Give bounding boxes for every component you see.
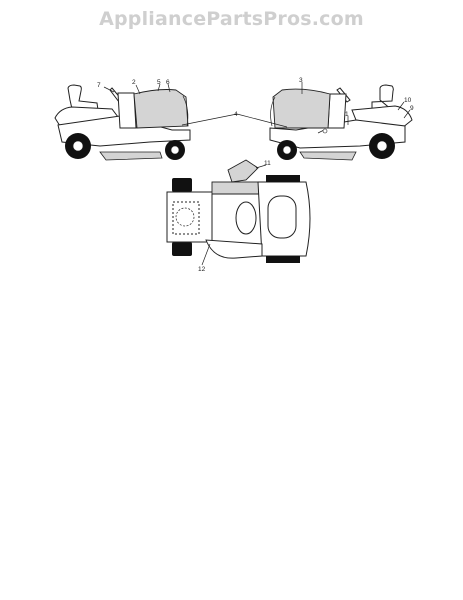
tractor-top-view-icon xyxy=(166,159,311,263)
callout-11: 11 xyxy=(264,160,271,167)
callout-labels: 7 2 5 6 3 4 1 10 9 11 12 xyxy=(97,77,414,273)
callout-9: 9 xyxy=(410,105,414,112)
callout-2: 2 xyxy=(132,79,136,86)
callout-1: 1 xyxy=(345,111,349,118)
callout-6: 6 xyxy=(166,79,170,86)
callout-5: 5 xyxy=(157,79,161,86)
callout-12: 12 xyxy=(198,266,206,273)
leader-lines xyxy=(103,82,411,266)
callout-4: 4 xyxy=(234,111,238,118)
tractor-left-view-icon xyxy=(54,84,191,161)
callout-3: 3 xyxy=(299,77,303,84)
tractor-right-view-icon xyxy=(269,84,413,161)
callout-10: 10 xyxy=(404,97,412,104)
callout-7: 7 xyxy=(97,82,101,89)
watermark: AppliancePartsPros.com xyxy=(99,8,364,30)
